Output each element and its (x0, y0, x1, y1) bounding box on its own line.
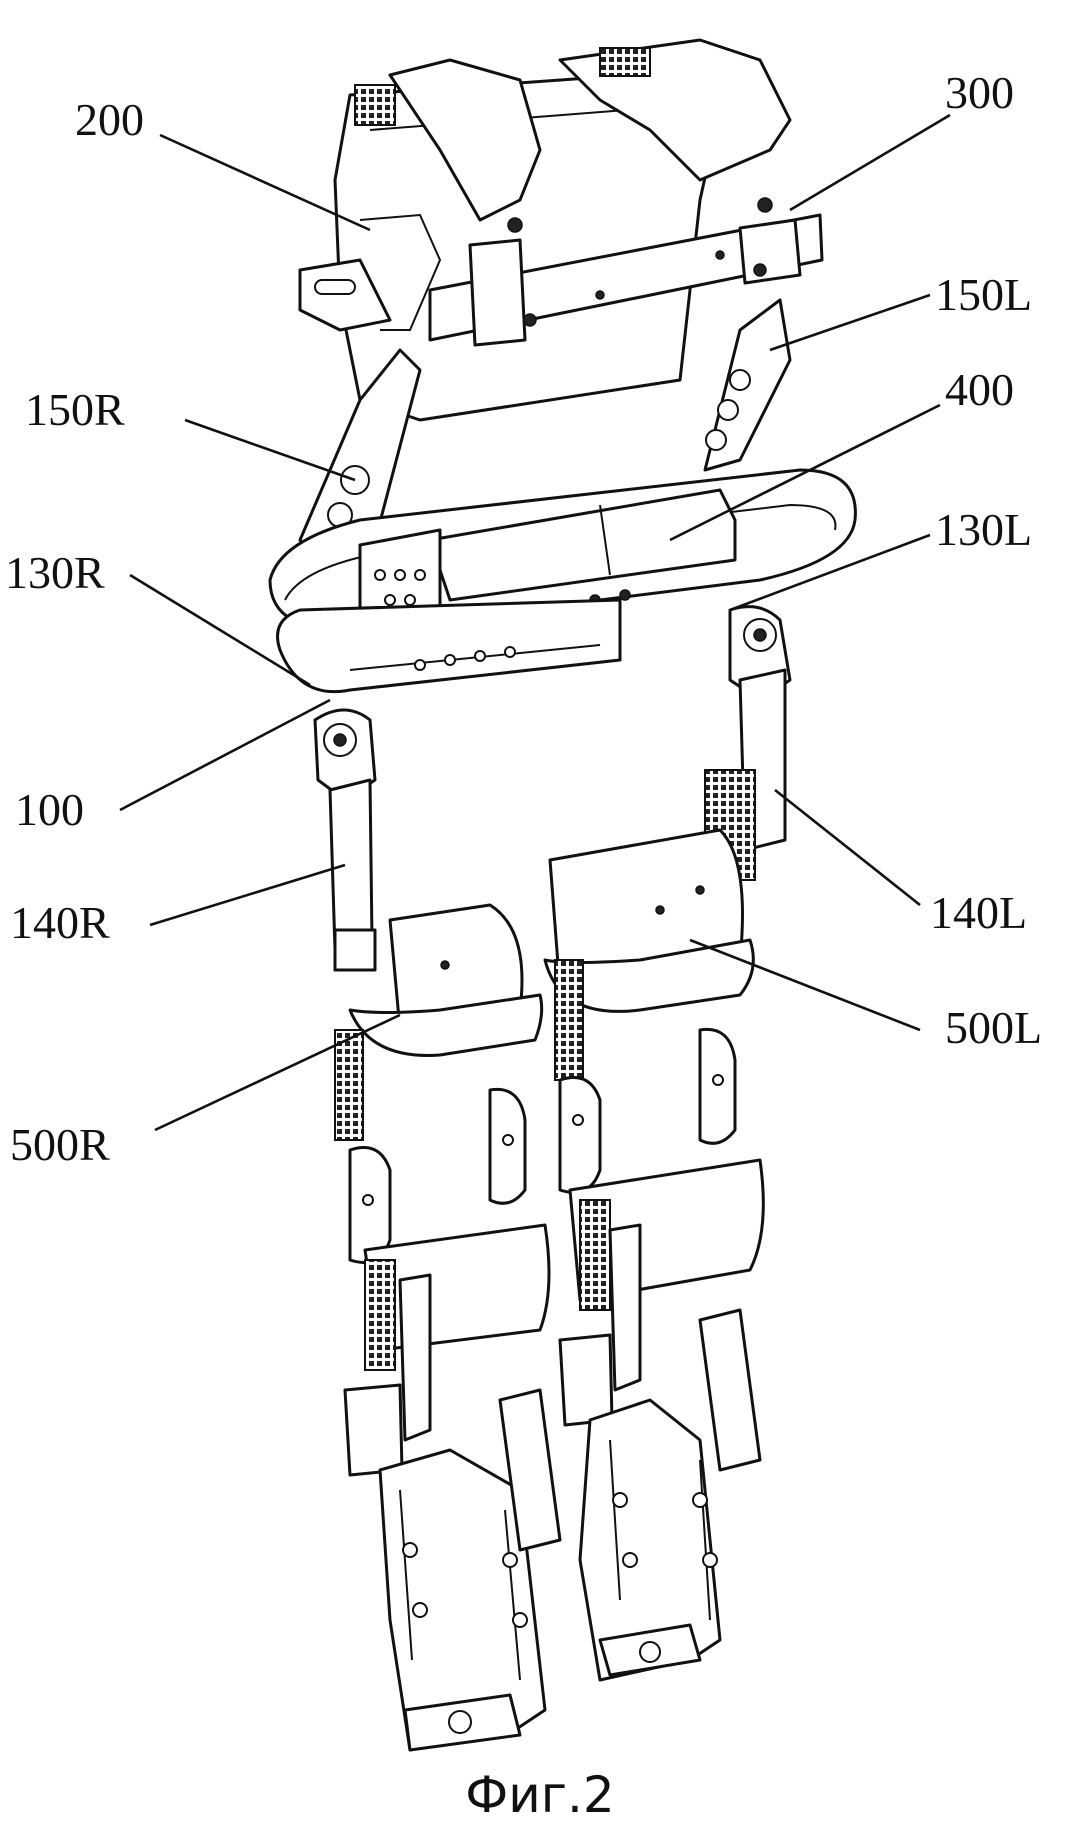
label-500L: 500L (945, 1002, 1042, 1053)
shoulder-belt-300 (428, 213, 824, 347)
right-leg-lower (334, 1029, 562, 1752)
leader-150R (184, 418, 356, 482)
thigh-cuff-500R (348, 903, 544, 1057)
leader-130L (729, 533, 931, 612)
label-500R: 500R (10, 1119, 110, 1170)
leader-300 (789, 113, 951, 212)
label-130R: 130R (5, 547, 105, 598)
label-150L: 150L (935, 269, 1032, 320)
leader-200 (159, 133, 371, 232)
leader-500R (154, 1013, 401, 1132)
label-150R: 150R (25, 384, 125, 435)
label-200: 200 (75, 94, 144, 145)
label-300: 300 (945, 67, 1014, 118)
strut-150L (703, 298, 792, 472)
leader-100 (119, 698, 331, 812)
label-100: 100 (15, 784, 84, 835)
figure-caption: Фиг.2 (465, 1766, 615, 1824)
thigh-cuff-500L (543, 828, 755, 1013)
exoskeleton-drawing (268, 38, 857, 1752)
left-leg-lower (554, 959, 765, 1682)
pelvis-frame-100 (276, 598, 622, 694)
leader-400 (669, 403, 941, 542)
label-140R: 140R (10, 897, 110, 948)
label-400: 400 (945, 364, 1014, 415)
label-140L: 140L (930, 887, 1027, 938)
label-130L: 130L (935, 504, 1032, 555)
leader-150L (769, 293, 931, 352)
leader-140L (774, 788, 921, 907)
reference-labels: 200 300 150L 150R 400 130L 130R 100 140L… (5, 67, 1042, 1170)
thigh-link-140R (328, 778, 377, 972)
leader-lines (119, 113, 951, 1132)
leader-130R (129, 573, 311, 687)
leader-140R (149, 863, 346, 927)
leader-500L (689, 938, 921, 1032)
